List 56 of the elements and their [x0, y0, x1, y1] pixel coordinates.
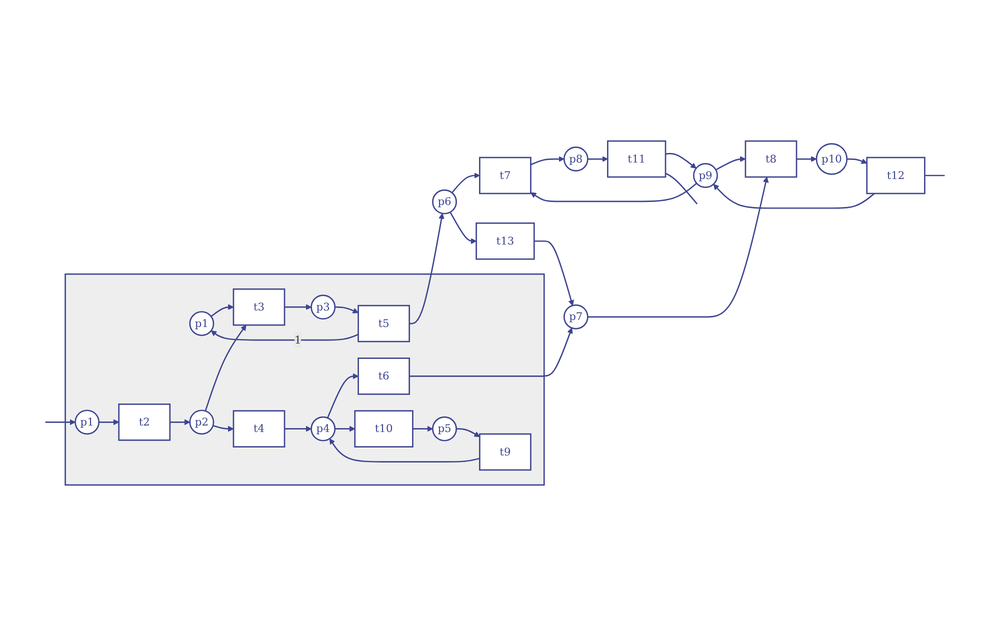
arrow [212, 424, 234, 432]
node-box: t3 [232, 288, 286, 326]
cluster [64, 273, 545, 486]
node-box: t6 [358, 358, 410, 395]
node-box: t5 [358, 304, 410, 342]
arrow [846, 158, 868, 164]
arrow [210, 304, 234, 317]
arrow [210, 330, 359, 341]
arrow [534, 240, 574, 306]
arrow [204, 324, 246, 412]
arrow [713, 184, 875, 209]
arrow [530, 156, 564, 166]
node-circle: p7 [563, 304, 588, 330]
node-circle: p10 [816, 143, 848, 175]
node-circle: p2 [189, 410, 214, 435]
node-box: t12 [866, 156, 926, 194]
arrow [45, 419, 76, 426]
arrow [716, 156, 746, 170]
arrow [450, 212, 477, 244]
arrow [530, 182, 697, 202]
connector [665, 172, 698, 204]
node-circle: p9 [693, 163, 718, 188]
node-circle: p1 [189, 311, 214, 336]
arrow [796, 156, 817, 162]
node-circle: p5 [432, 416, 457, 442]
arrow [409, 213, 444, 324]
node-circle: p6 [432, 189, 457, 214]
node-box: t7 [479, 156, 532, 194]
arrow [334, 426, 356, 432]
node-box: t9 [479, 433, 532, 471]
arrow [284, 426, 312, 432]
arrow [327, 373, 359, 418]
arrow [329, 438, 480, 462]
node-box: t2 [118, 404, 171, 441]
arrow [170, 419, 190, 426]
node-box: t8 [744, 140, 798, 178]
arrow [588, 156, 608, 162]
arrow [588, 176, 769, 318]
node-box: t10 [354, 410, 414, 448]
arrow [334, 306, 359, 314]
edge-label: 1 [294, 333, 302, 346]
node-circle: p8 [563, 146, 588, 172]
arrow [409, 328, 573, 377]
connector [924, 174, 945, 176]
arrow [456, 428, 480, 438]
node-circle: p1 [74, 410, 100, 435]
arrow [98, 419, 120, 426]
node-circle: p3 [310, 294, 336, 320]
node-circle: p4 [310, 416, 336, 442]
arrow [412, 426, 433, 432]
arrow [284, 304, 312, 310]
node-box: t11 [607, 140, 666, 178]
node-box: t4 [232, 410, 286, 448]
arrow [665, 152, 696, 169]
node-box: t13 [476, 222, 535, 260]
arrow [452, 172, 480, 194]
